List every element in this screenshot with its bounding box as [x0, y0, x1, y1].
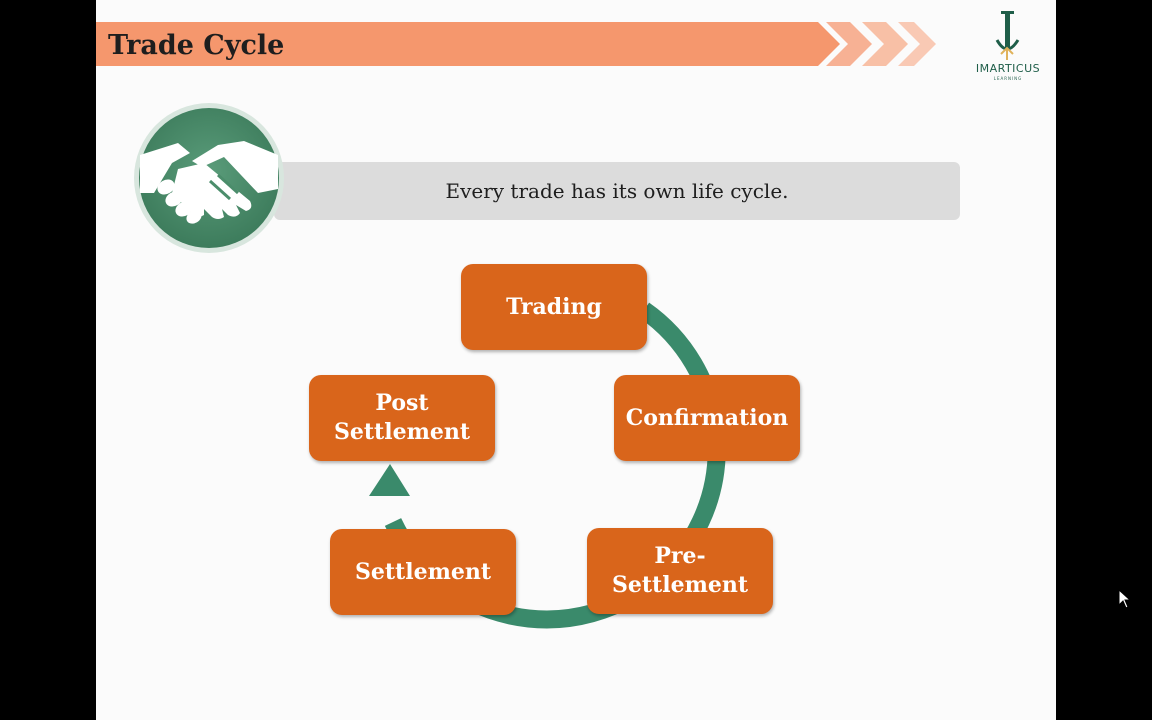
- handshake-icon: [134, 103, 284, 253]
- stage-confirmation: Confirmation: [614, 375, 800, 461]
- slide: Trade Cycle IMARTICUS LEARNING Every tra…: [96, 0, 1056, 720]
- stage-settlement: Settlement: [330, 529, 516, 615]
- title-band: Trade Cycle: [96, 22, 936, 66]
- title-band-shape: [96, 22, 936, 66]
- stage-post-settlement: Post Settlement: [309, 375, 495, 461]
- stage-trading: Trading: [461, 264, 647, 350]
- mouse-pointer-icon: [1118, 589, 1132, 609]
- cycle-arrow-icon: [369, 302, 726, 629]
- caption-bar: Every trade has its own life cycle.: [274, 162, 960, 220]
- imarticus-logo: IMARTICUS LEARNING: [968, 8, 1048, 84]
- slide-title: Trade Cycle: [108, 30, 285, 61]
- stage-pre-settlement: Pre- Settlement: [587, 528, 773, 614]
- caption-text: Every trade has its own life cycle.: [445, 179, 789, 203]
- logo-tagline: LEARNING: [993, 76, 1023, 81]
- logo-name: IMARTICUS: [975, 62, 1041, 75]
- logo-mark-icon: [995, 11, 1020, 60]
